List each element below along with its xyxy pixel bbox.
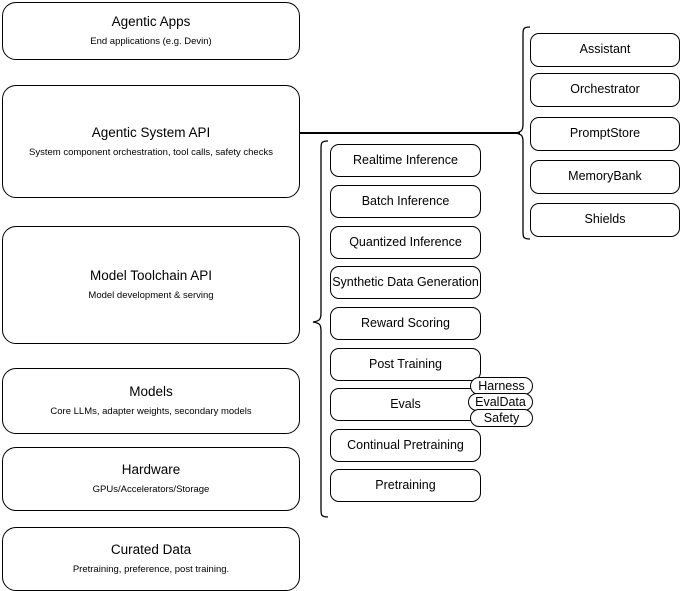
- layer-subtitle: End applications (e.g. Devin): [90, 36, 212, 47]
- capability-label: Post Training: [369, 356, 442, 371]
- layer-agentic-apps[interactable]: Agentic Apps End applications (e.g. Devi…: [2, 2, 300, 60]
- component-label: PromptStore: [569, 126, 641, 141]
- layer-title: Agentic Apps: [111, 14, 191, 30]
- component-assistant[interactable]: Assistant: [530, 33, 680, 67]
- component-promptstore[interactable]: PromptStore: [530, 117, 680, 151]
- connector-system-api-to-components: [300, 132, 520, 134]
- capability-pretraining[interactable]: Pretraining: [330, 469, 481, 502]
- capability-label: Reward Scoring: [361, 315, 450, 330]
- pill-label: Safety: [483, 411, 520, 425]
- capability-quantized-inference[interactable]: Quantized Inference: [330, 226, 481, 259]
- layer-agentic-system-api[interactable]: Agentic System API System component orch…: [2, 85, 300, 198]
- capability-label: Evals: [390, 396, 421, 411]
- capability-label: Batch Inference: [361, 193, 450, 208]
- component-label: MemoryBank: [568, 169, 642, 184]
- layer-title: Model Toolchain API: [89, 268, 213, 284]
- capability-label: Realtime Inference: [353, 152, 458, 167]
- layer-title: Curated Data: [110, 542, 192, 558]
- capability-post-training[interactable]: Post Training: [330, 348, 481, 381]
- capability-batch-inference[interactable]: Batch Inference: [330, 185, 481, 218]
- component-label: Shields: [584, 212, 626, 227]
- capability-label: Quantized Inference: [349, 234, 462, 249]
- component-shields[interactable]: Shields: [530, 203, 680, 237]
- layer-title: Hardware: [121, 462, 181, 478]
- capability-realtime-inference[interactable]: Realtime Inference: [330, 144, 481, 177]
- capability-label: Continual Pretraining: [347, 437, 464, 452]
- layer-model-toolchain-api[interactable]: Model Toolchain API Model development & …: [2, 226, 300, 344]
- evals-subcomponent-evaldata[interactable]: EvalData: [468, 393, 533, 411]
- component-orchestrator[interactable]: Orchestrator: [530, 73, 680, 107]
- component-memorybank[interactable]: MemoryBank: [530, 160, 680, 194]
- layer-subtitle: Core LLMs, adapter weights, secondary mo…: [50, 406, 252, 417]
- capability-evals[interactable]: Evals: [330, 388, 481, 421]
- layer-curated-data[interactable]: Curated Data Pretraining, preference, po…: [2, 527, 300, 591]
- evals-subcomponent-safety[interactable]: Safety: [470, 409, 533, 427]
- layer-models[interactable]: Models Core LLMs, adapter weights, secon…: [2, 368, 300, 434]
- layer-subtitle: System component orchestration, tool cal…: [29, 146, 273, 158]
- layer-hardware[interactable]: Hardware GPUs/Accelerators/Storage: [2, 447, 300, 511]
- brace-toolchain-capabilities: [312, 140, 329, 518]
- capability-reward-scoring[interactable]: Reward Scoring: [330, 307, 481, 340]
- capability-continual-pretraining[interactable]: Continual Pretraining: [330, 429, 481, 462]
- pill-label: EvalData: [475, 395, 526, 409]
- layer-title: Agentic System API: [91, 124, 211, 140]
- layer-title: Models: [129, 384, 173, 400]
- pill-label: Harness: [478, 379, 525, 393]
- capability-synthetic-data-generation[interactable]: Synthetic Data Generation: [330, 266, 481, 299]
- layer-subtitle: Pretraining, preference, post training.: [72, 564, 230, 575]
- component-label: Orchestrator: [570, 82, 640, 97]
- component-label: Assistant: [579, 42, 631, 57]
- layer-subtitle: Model development & serving: [88, 290, 214, 301]
- layer-subtitle: GPUs/Accelerators/Storage: [92, 484, 210, 495]
- capability-label: Synthetic Data Generation: [332, 274, 479, 289]
- brace-system-components: [514, 26, 531, 240]
- capability-label: Pretraining: [375, 477, 436, 492]
